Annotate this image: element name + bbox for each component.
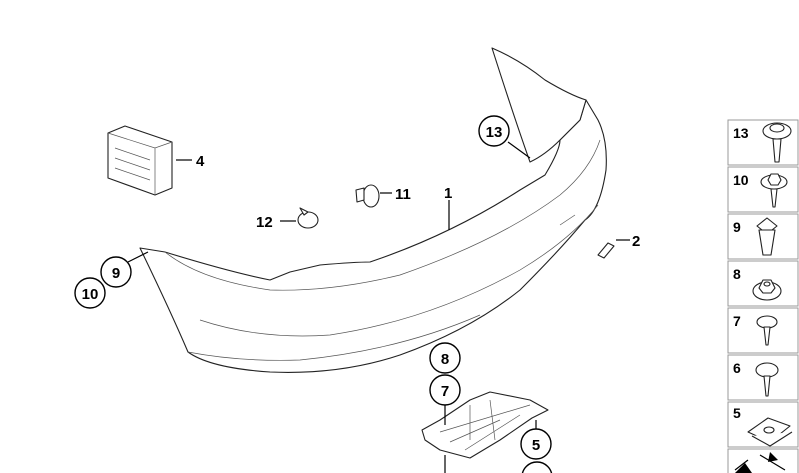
circled-callout-13: 13	[478, 115, 510, 147]
rear-bumper[interactable]	[139, 47, 607, 373]
side-item-6[interactable]: 6	[727, 354, 799, 401]
part-underbody-shield[interactable]	[421, 391, 549, 459]
callout-1: 1	[444, 185, 452, 202]
hex-screw-small-icon	[756, 315, 778, 346]
callout-2: 2	[632, 233, 640, 250]
side-item-10[interactable]: 10	[727, 166, 799, 213]
svg-text:10: 10	[82, 286, 99, 303]
leader-lines	[127, 141, 630, 473]
hex-flange-nut-icon	[752, 279, 782, 301]
hex-screw-washer-icon	[760, 173, 788, 208]
screw-washer-head-icon	[762, 122, 792, 163]
circled-callout-6: 6	[521, 461, 553, 473]
circled-callout-5: 5	[520, 428, 552, 460]
circled-callout-10: 10	[74, 277, 106, 309]
callout-12: 12	[256, 214, 273, 231]
svg-text:8: 8	[441, 351, 449, 368]
part-2-plug[interactable]	[597, 242, 615, 259]
svg-text:7: 7	[733, 313, 741, 329]
side-panel: 13 10 9 8 7 6 5	[727, 119, 799, 473]
circled-callout-9: 9	[100, 256, 132, 288]
svg-text:5: 5	[733, 405, 741, 421]
side-item-7[interactable]: 7	[727, 307, 799, 354]
side-item-8[interactable]: 8	[727, 260, 799, 307]
hex-screw-icon	[755, 362, 779, 397]
svg-text:5: 5	[532, 437, 540, 454]
spring-nut-clip-icon	[747, 417, 793, 447]
part-4-grille[interactable]	[107, 125, 173, 196]
svg-text:10: 10	[733, 172, 749, 188]
svg-text:6: 6	[733, 360, 741, 376]
part-11-clip[interactable]	[355, 184, 380, 208]
svg-text:7: 7	[441, 383, 449, 400]
circled-callout-8: 8	[429, 342, 461, 374]
side-item-13[interactable]: 13	[727, 119, 799, 166]
svg-text:6: 6	[533, 470, 541, 473]
svg-text:13: 13	[733, 125, 749, 141]
svg-text:9: 9	[112, 265, 120, 282]
expanding-nut-icon	[756, 217, 778, 256]
svg-text:13: 13	[486, 124, 503, 141]
side-item-arrow[interactable]	[727, 448, 799, 473]
svg-text:8: 8	[733, 266, 741, 282]
side-item-9[interactable]: 9	[727, 213, 799, 260]
partial-arrow-icon	[734, 452, 786, 473]
side-item-5[interactable]: 5	[727, 401, 799, 448]
part-12-clip[interactable]	[297, 207, 319, 229]
callout-4: 4	[196, 153, 205, 170]
callout-11: 11	[395, 186, 411, 203]
svg-text:9: 9	[733, 219, 741, 235]
circled-callout-7: 7	[429, 374, 461, 406]
